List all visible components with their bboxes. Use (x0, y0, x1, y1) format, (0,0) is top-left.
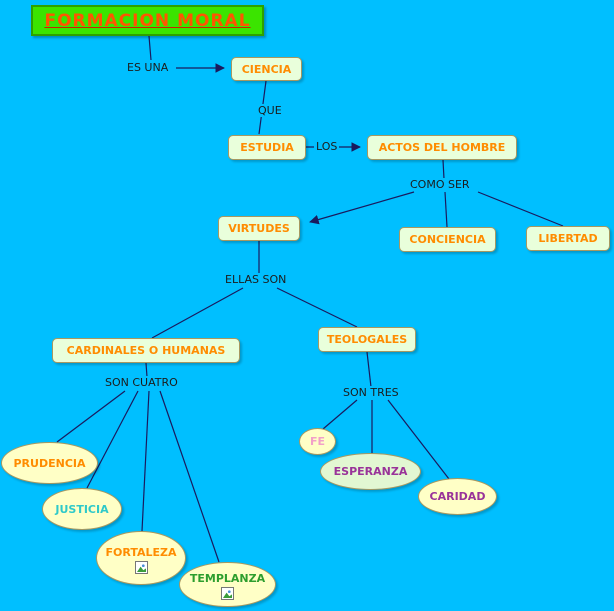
node-fortaleza-label: FORTALEZA (105, 546, 177, 559)
node-templanza-label: TEMPLANZA (189, 572, 266, 585)
node-teologales[interactable]: TEOLOGALES (318, 327, 416, 352)
image-resource-icon[interactable] (221, 587, 234, 600)
node-prudencia[interactable]: PRUDENCIA (1, 442, 98, 484)
node-cardinales-o-humanas[interactable]: CARDINALES O HUMANAS (52, 338, 240, 363)
link-label-ellas-son[interactable]: ELLAS SON (223, 273, 289, 286)
link-label-que[interactable]: QUE (256, 104, 284, 117)
node-caridad[interactable]: CARIDAD (418, 478, 497, 515)
link-label-son-tres[interactable]: SON TRES (341, 386, 401, 399)
node-formacion-moral[interactable]: FORMACION MORAL (31, 5, 264, 36)
node-virtudes[interactable]: VIRTUDES (218, 216, 300, 241)
node-estudia[interactable]: ESTUDIA (228, 135, 306, 160)
link-label-como-ser[interactable]: COMO SER (408, 178, 472, 191)
link-label-son-cuatro[interactable]: SON CUATRO (103, 376, 180, 389)
node-libertad[interactable]: LIBERTAD (526, 226, 610, 251)
node-esperanza[interactable]: ESPERANZA (320, 453, 421, 490)
node-actos-del-hombre[interactable]: ACTOS DEL HOMBRE (367, 135, 517, 160)
node-justicia[interactable]: JUSTICIA (42, 488, 122, 530)
link-label-los[interactable]: LOS (314, 140, 340, 153)
node-ciencia[interactable]: CIENCIA (231, 57, 302, 81)
node-conciencia[interactable]: CONCIENCIA (399, 227, 496, 252)
node-fe[interactable]: FE (299, 428, 336, 455)
image-resource-icon[interactable] (134, 561, 148, 574)
link-label-es-una[interactable]: ES UNA (125, 61, 171, 74)
node-templanza[interactable]: TEMPLANZA (179, 562, 276, 607)
node-fortaleza[interactable]: FORTALEZA (96, 531, 186, 585)
